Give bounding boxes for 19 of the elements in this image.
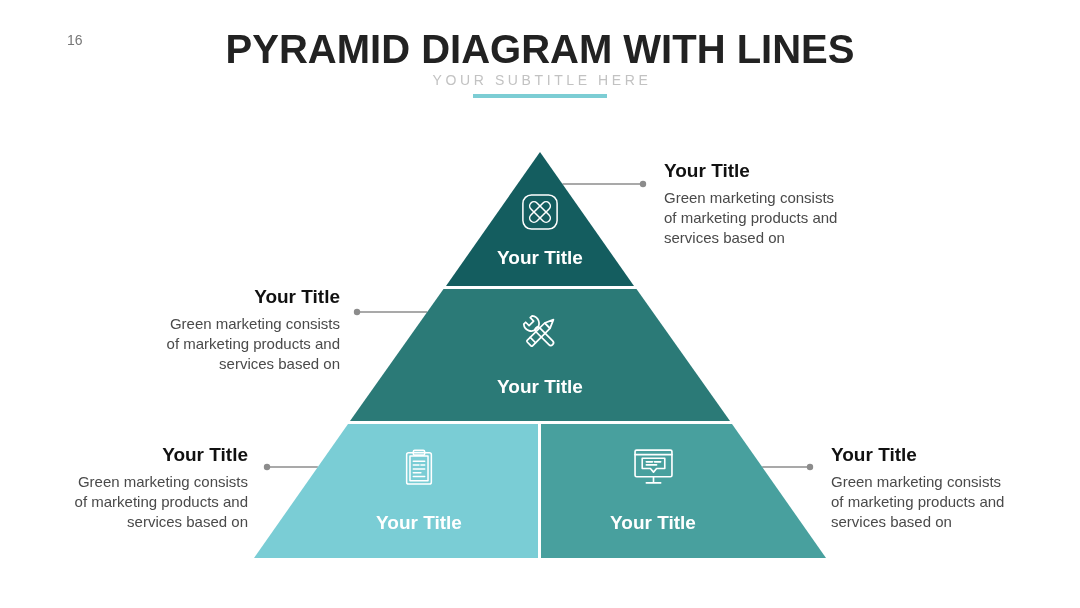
item-heading: Your Title	[664, 159, 750, 183]
item-heading: Your Title	[831, 443, 917, 467]
page-number: 16	[67, 31, 83, 49]
leader-line	[263, 463, 319, 471]
item-description: Green marketing consists of marketing products and services based on	[831, 472, 1006, 532]
tier-title: Your Title	[610, 511, 696, 535]
item-heading: Your Title	[162, 443, 248, 467]
tier-title: Your Title	[376, 511, 462, 535]
tier-title: Your Title	[497, 246, 583, 270]
subtitle: YOUR SUBTITLE HERE	[432, 71, 652, 89]
leader-line	[761, 463, 814, 471]
leader-line	[561, 180, 647, 188]
item-heading: Your Title	[254, 285, 340, 309]
tier-title: Your Title	[497, 375, 583, 399]
slide-title: PYRAMID DIAGRAM WITH LINES	[225, 26, 855, 72]
item-description: Green marketing consists of marketing products and services based on	[664, 188, 839, 248]
item-description: Green marketing consists of marketing products and services based on	[165, 314, 340, 374]
item-description: Green marketing consists of marketing products and services based on	[73, 472, 248, 532]
leader-line	[353, 308, 428, 316]
